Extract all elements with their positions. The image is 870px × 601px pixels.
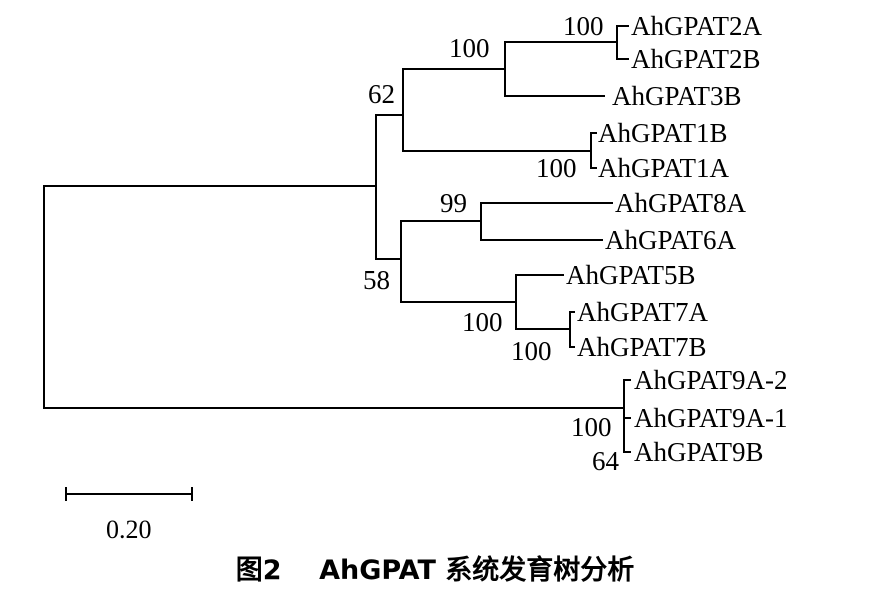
bootstrap-value-gpat9-all: 100 <box>571 412 612 442</box>
taxon-label-gpat9b: AhGPAT9B <box>634 437 764 467</box>
bootstrap-value-upper-clade: 62 <box>368 79 395 109</box>
bootstrap-value-gpat5-7: 100 <box>462 307 503 337</box>
bootstrap-value-gpat9-inner: 64 <box>592 446 620 476</box>
bootstrap-value-gpat7: 100 <box>511 336 552 366</box>
taxon-label-gpat2a: AhGPAT2A <box>631 11 763 41</box>
taxon-label-gpat2b: AhGPAT2B <box>631 44 761 74</box>
bootstrap-value-gpat2-3: 100 <box>449 33 490 63</box>
taxon-label-gpat3b: AhGPAT3B <box>612 81 742 111</box>
taxon-label-gpat6a: AhGPAT6A <box>605 225 737 255</box>
bootstrap-value-gpat1: 100 <box>536 153 577 183</box>
taxon-label-gpat8a: AhGPAT8A <box>615 188 747 218</box>
taxon-label-gpat5b: AhGPAT5B <box>566 260 696 290</box>
taxon-label-gpat1a: AhGPAT1A <box>598 153 730 183</box>
scale-bar <box>65 487 193 501</box>
bootstrap-value-lower-clade: 58 <box>363 265 390 295</box>
taxon-label-gpat1b: AhGPAT1B <box>598 118 728 148</box>
bootstrap-value-gpat2: 100 <box>563 11 604 41</box>
taxon-label-gpat7b: AhGPAT7B <box>577 332 707 362</box>
taxon-label-gpat9a-2: AhGPAT9A-2 <box>634 365 788 395</box>
figure-caption: 图2 AhGPAT 系统发育树分析 <box>235 555 635 586</box>
phylogenetic-tree: AhGPAT2A AhGPAT2B AhGPAT3B AhGPAT1B AhGP… <box>43 11 788 544</box>
bootstrap-value-gpat8-6: 99 <box>440 188 467 218</box>
taxon-label-gpat7a: AhGPAT7A <box>577 297 709 327</box>
scale-bar-label: 0.20 <box>106 515 152 544</box>
taxon-label-gpat9a-1: AhGPAT9A-1 <box>634 403 788 433</box>
